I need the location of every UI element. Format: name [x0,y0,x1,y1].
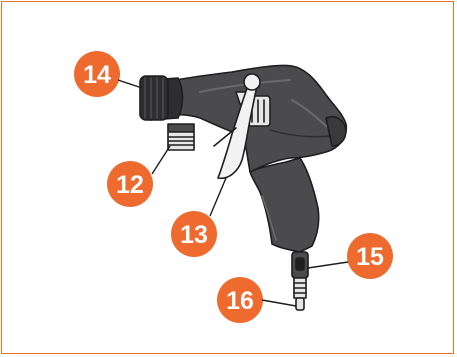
callout-12-label: 12 [116,171,144,199]
aircap-knob [140,76,168,120]
callout-16: 16 [217,277,263,323]
callout-12: 12 [107,161,153,207]
callout-13: 13 [171,211,217,257]
callout-13-label: 13 [180,221,208,249]
callout-16-label: 16 [226,287,254,315]
gun-handle [250,158,319,252]
callout-15-label: 15 [356,243,384,271]
spray-gun-illustration [140,65,346,310]
leader-15 [308,262,348,268]
callout-14: 14 [74,51,120,97]
material-inlet [168,124,194,132]
callout-15: 15 [347,233,393,279]
leader-12 [152,146,170,174]
leader-14 [118,80,142,88]
leader-16 [262,300,296,306]
leader-13 [210,178,226,216]
callout-14-label: 14 [83,61,111,89]
